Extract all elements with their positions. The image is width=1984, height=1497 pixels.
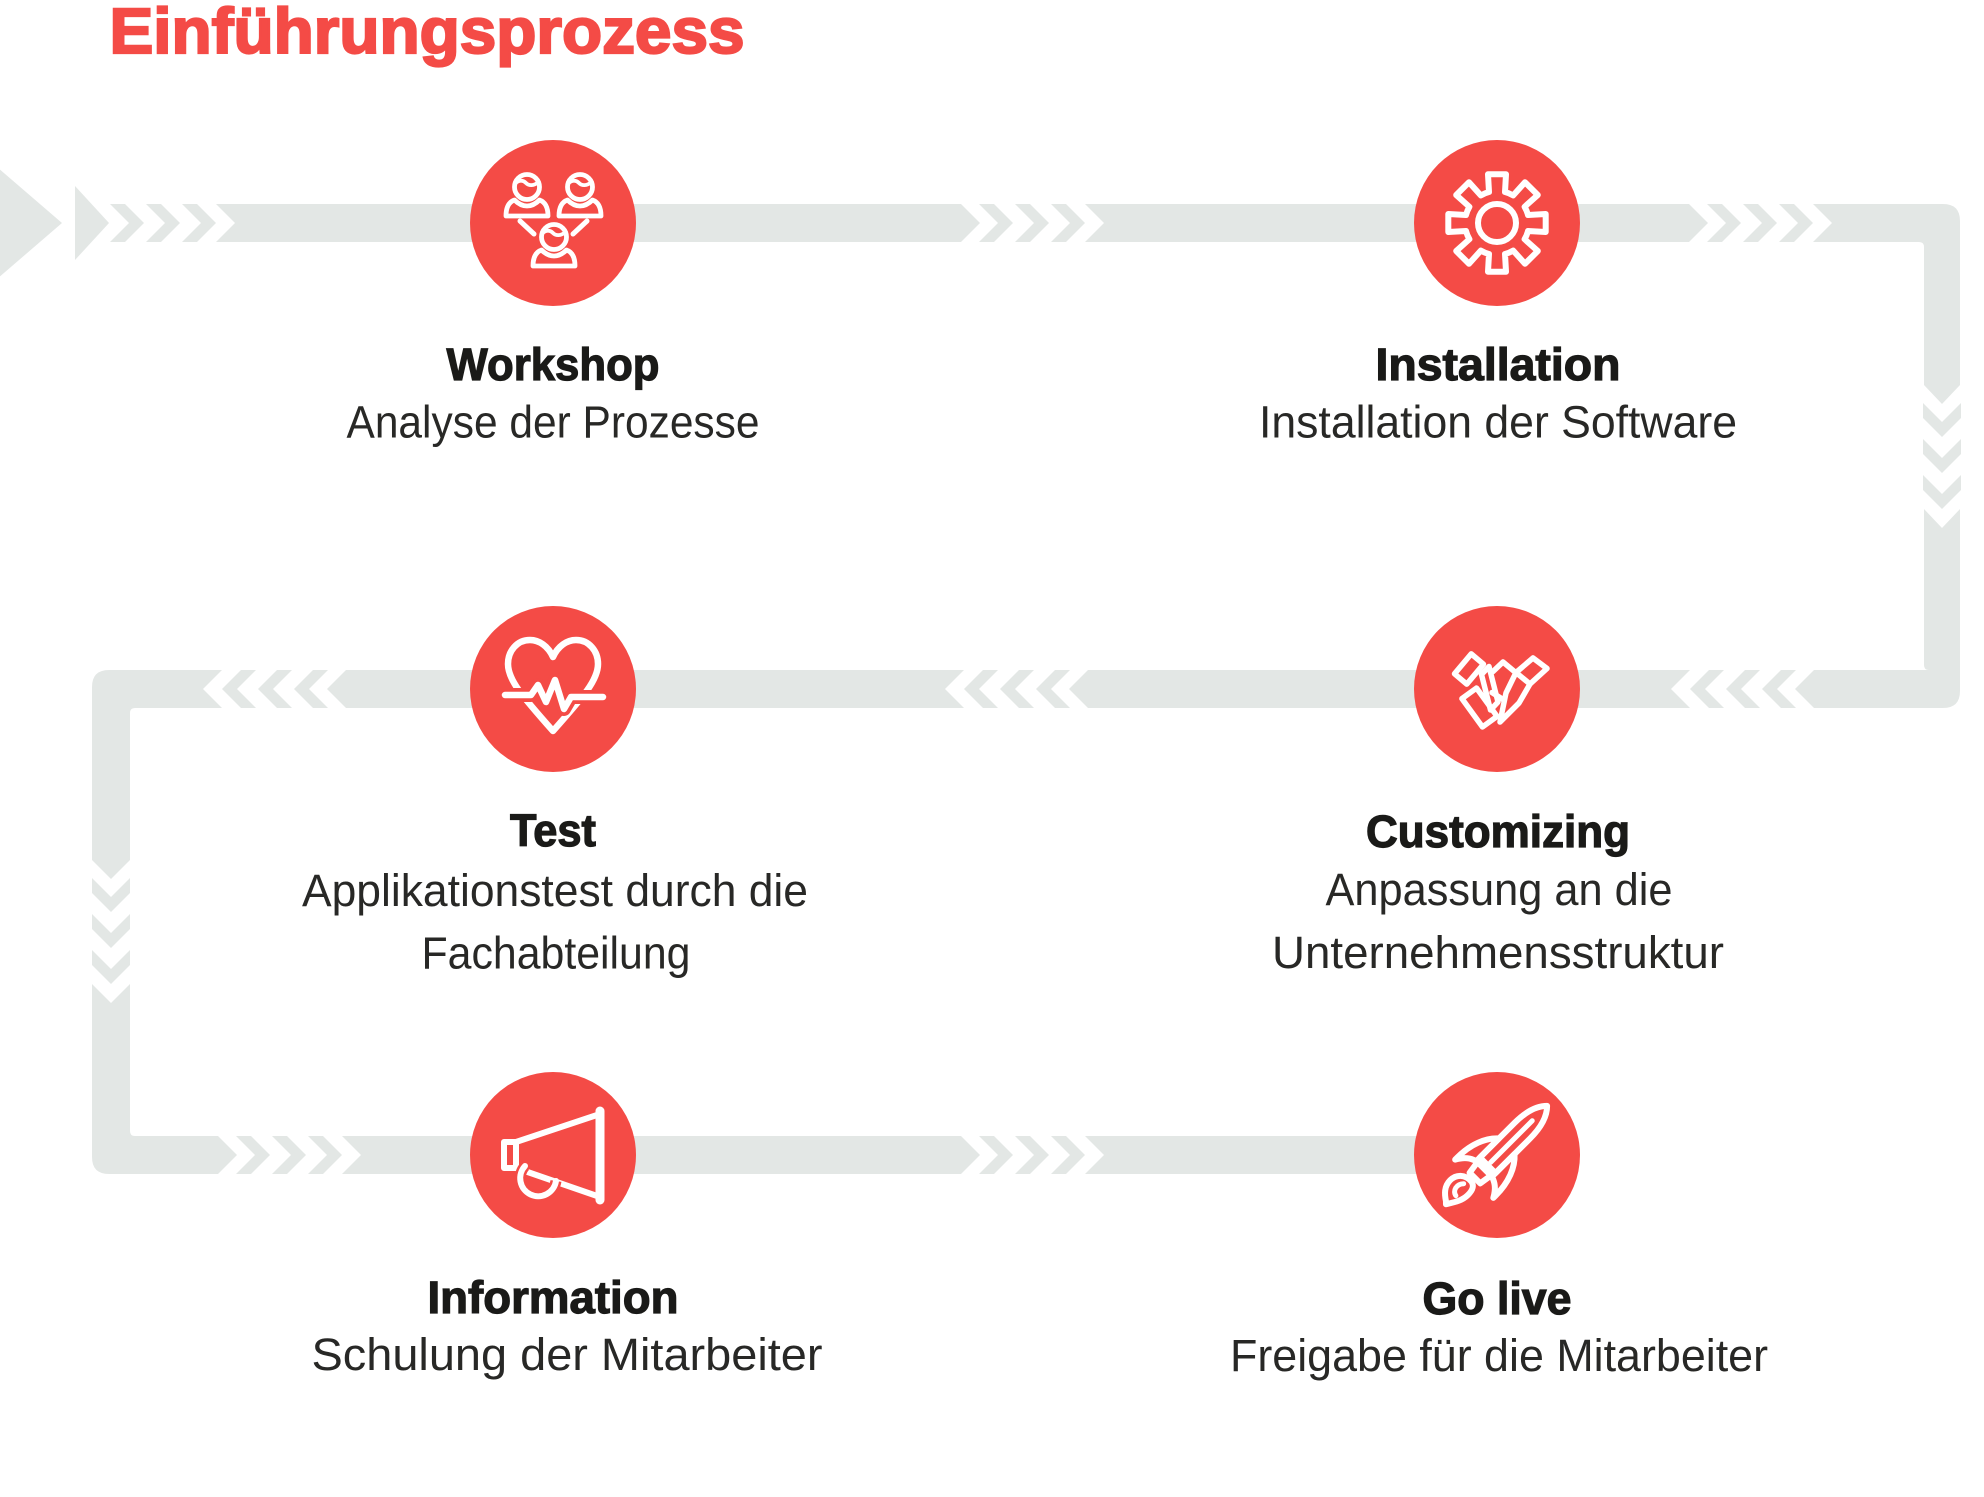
svg-text:Einführungsprozess: Einführungsprozess bbox=[110, 0, 745, 67]
svg-text:Analyse der Prozesse: Analyse der Prozesse bbox=[347, 397, 760, 448]
svg-text:Installation: Installation bbox=[1376, 339, 1621, 390]
svg-text:Anpassung an die: Anpassung an die bbox=[1326, 864, 1673, 915]
svg-text:Schulung der Mitarbeiter: Schulung der Mitarbeiter bbox=[312, 1329, 823, 1380]
svg-text:Unternehmensstruktur: Unternehmensstruktur bbox=[1272, 927, 1724, 978]
svg-text:Fachabteilung: Fachabteilung bbox=[422, 928, 691, 979]
svg-text:Applikationstest durch die: Applikationstest durch die bbox=[302, 865, 808, 916]
svg-text:Information: Information bbox=[428, 1272, 679, 1323]
svg-text:Workshop: Workshop bbox=[447, 339, 660, 390]
svg-text:Installation der Software: Installation der Software bbox=[1259, 397, 1737, 448]
svg-text:Test: Test bbox=[510, 805, 596, 856]
svg-text:Go live: Go live bbox=[1423, 1273, 1572, 1324]
svg-text:Customizing: Customizing bbox=[1366, 806, 1630, 857]
svg-text:Freigabe für die Mitarbeiter: Freigabe für die Mitarbeiter bbox=[1230, 1330, 1768, 1381]
